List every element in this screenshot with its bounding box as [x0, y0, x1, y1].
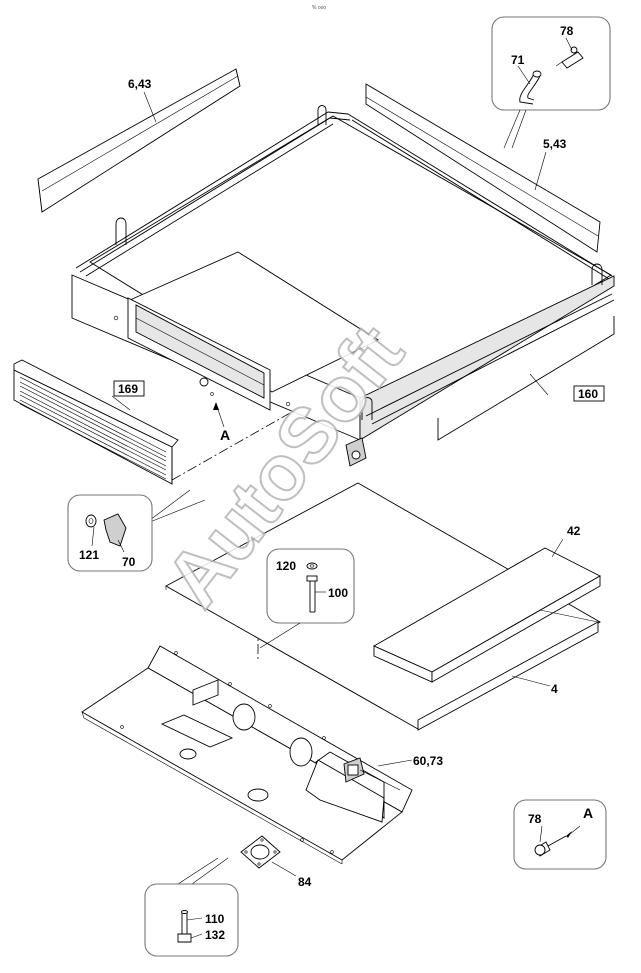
front-grill-169 [13, 359, 179, 485]
strip-6-43 [37, 68, 241, 213]
callout-pointer-1 [503, 109, 521, 149]
label-6-43: 6,43 [128, 77, 152, 91]
panel-42 [373, 547, 601, 683]
label-60-73: 60,73 [413, 754, 443, 768]
leader-160 [529, 373, 549, 396]
callout-bolt [266, 548, 355, 624]
callout-detail-A [513, 799, 607, 870]
label-70: 70 [122, 555, 136, 569]
panel-4 [417, 609, 599, 731]
bottom-tray [81, 645, 413, 865]
arrow-A-main [213, 402, 219, 410]
label-169: 169 [118, 382, 138, 396]
leader-5-43 [534, 151, 547, 191]
label-84: 84 [298, 875, 312, 889]
leader-84 [271, 861, 297, 877]
bolt-callout-pointer [259, 622, 301, 649]
knob-callout-pointer-2 [149, 499, 206, 523]
centerline-grill [171, 412, 291, 481]
bottom-sheet [165, 482, 601, 730]
label-110: 110 [205, 912, 225, 926]
callout-screw [144, 883, 239, 957]
leader-4 [511, 675, 551, 687]
leader-60-73 [377, 759, 413, 767]
knob-callout-pointer-1 [149, 489, 191, 521]
label-78-bottom: 78 [528, 812, 542, 826]
label-5-43: 5,43 [543, 137, 567, 151]
label-100: 100 [328, 586, 348, 600]
flange-callout-pointer-2 [191, 857, 229, 885]
main-tray-assembly [71, 105, 615, 467]
label-A-main: A [220, 427, 230, 443]
label-71: 71 [511, 53, 525, 67]
label-120: 120 [276, 559, 296, 573]
label-121: 121 [79, 548, 99, 562]
label-132: 132 [205, 928, 225, 942]
strip-5-43 [365, 83, 601, 253]
label-78-top: 78 [560, 24, 574, 38]
flange-callout-pointer-1 [177, 857, 219, 885]
callout-pointer-2 [511, 109, 527, 149]
box-160 [573, 385, 605, 402]
label-160: 160 [578, 387, 598, 401]
label-4: 4 [551, 682, 558, 696]
callout-hose-fitting [491, 16, 611, 111]
leader-169 [111, 395, 131, 411]
header-tiny-text: % ooo [312, 5, 326, 11]
leader-42 [551, 538, 564, 558]
callout-knob [67, 494, 153, 572]
leader-6-43 [143, 91, 157, 123]
label-A-detail: A [583, 805, 593, 821]
flange-84 [240, 835, 281, 869]
label-42: 42 [567, 524, 581, 538]
box-169 [113, 380, 145, 397]
